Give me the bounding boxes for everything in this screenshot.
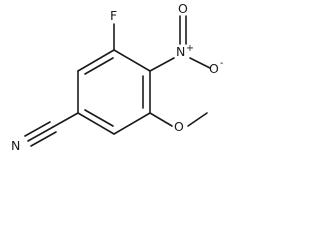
ring-bond-c1-c2: [113, 49, 151, 72]
ring-bond-c6-c1: [77, 49, 115, 72]
atom-methoxy-oxygen: O: [174, 119, 184, 134]
atom-labels: F N + O O - O N: [11, 1, 223, 153]
bond-n-o-single: [189, 57, 211, 69]
ring-double-bond-c1-c6: [84, 57, 114, 75]
bond-o-ch3: [187, 112, 208, 127]
atom-fluorine: F: [110, 8, 117, 23]
bond-c-o-methoxy: [149, 112, 173, 127]
atom-nitro-oxygen-single: O: [209, 61, 219, 76]
bonds: [24, 15, 211, 147]
bond-cn-triple-a: [27, 126, 54, 142]
bond-cn-triple-b: [24, 121, 51, 137]
charge-oxide-minus: -: [220, 58, 223, 69]
chemical-structure: F N + O O - O N: [11, 1, 223, 153]
atom-nitro-nitrogen: N: [176, 44, 185, 59]
atom-nitro-oxygen-double: O: [178, 1, 188, 16]
bond-c-nitro: [149, 57, 175, 72]
ring-double-bond-c4-c5: [84, 109, 114, 127]
bond-cn-triple-c: [30, 131, 57, 147]
ring-bond-c3-c4: [113, 112, 151, 135]
bond-c-cn: [52, 112, 79, 128]
atom-nitrile-nitrogen: N: [11, 138, 20, 153]
ring-bond-c4-c5: [77, 112, 115, 135]
charge-nitro-plus: +: [186, 43, 194, 54]
